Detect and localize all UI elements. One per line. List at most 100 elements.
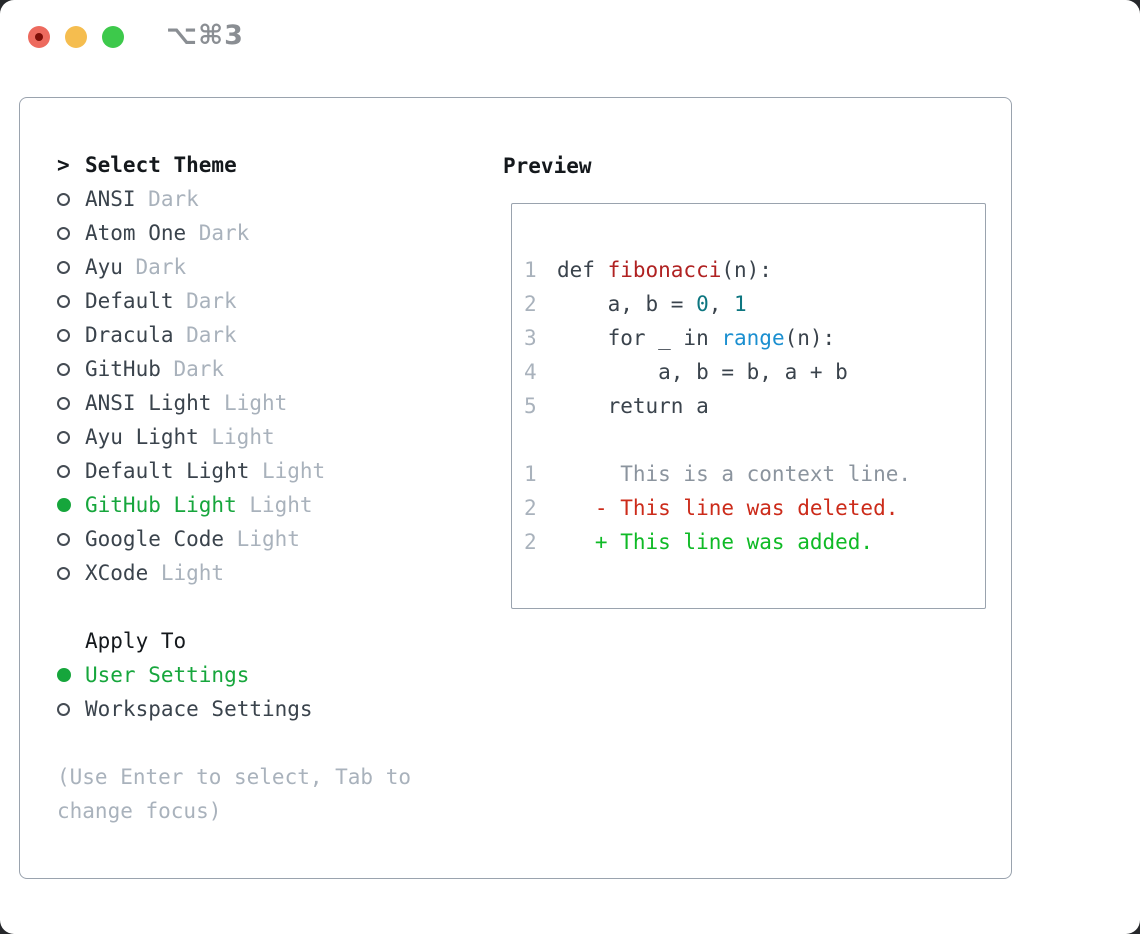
theme-option-atom-one[interactable]: Atom One Dark — [57, 216, 497, 250]
option-variant: Light — [236, 527, 300, 551]
option-name: Google Code — [85, 527, 225, 551]
hint-line: (Use Enter to select, Tab to — [57, 765, 412, 789]
line-number: 3 — [524, 326, 537, 350]
theme-option-ayu-light[interactable]: Ayu Light Light — [57, 420, 497, 454]
code-token: def — [557, 258, 608, 282]
line-content: a, b = 0, 1 — [557, 287, 747, 321]
radio-icon — [57, 566, 85, 580]
code-token: + This line was added. — [557, 530, 874, 554]
radio-icon — [57, 498, 85, 512]
option-name: Default Light — [85, 459, 250, 483]
option-variant: Dark — [135, 255, 187, 279]
code-token: - This line was deleted. — [557, 496, 899, 520]
line-number: 4 — [524, 360, 537, 384]
theme-option-dracula[interactable]: Dracula Dark — [57, 318, 497, 352]
hint-text: (Use Enter to select, Tab to — [57, 760, 497, 794]
option-name: ANSI Light — [85, 391, 212, 415]
code-token: (n): — [721, 258, 772, 282]
code-token: fibonacci — [607, 258, 722, 282]
close-button[interactable] — [28, 26, 50, 48]
option-name: ANSI — [85, 187, 136, 211]
window-title: ⌥⌘3 — [166, 20, 244, 51]
theme-picker-panel: > Select Theme ANSI Dark Atom One Dark A… — [19, 97, 1012, 879]
radio-icon — [57, 260, 85, 274]
apply-to-label: Apply To — [85, 629, 187, 653]
radio-icon — [57, 226, 85, 240]
theme-option-default-light[interactable]: Default Light Light — [57, 454, 497, 488]
line-content: a, b = b, a + b — [557, 355, 848, 389]
code-line: 3 for _ in range(n): — [524, 321, 974, 355]
option-variant: Light — [249, 493, 313, 517]
theme-option-github-light[interactable]: GitHub Light Light — [57, 488, 497, 522]
option-variant: Light — [224, 391, 288, 415]
radio-icon — [57, 668, 85, 682]
code-preview: 1 def fibonacci(n): 2 a, b = 0, 1 3 for … — [524, 253, 974, 559]
option-name: Workspace Settings — [85, 697, 313, 721]
code-line — [524, 423, 974, 457]
option-name: Default — [85, 289, 174, 313]
theme-option-ayu[interactable]: Ayu Dark — [57, 250, 497, 284]
line-content: This is a context line. — [557, 457, 911, 491]
theme-list: > Select Theme ANSI Dark Atom One Dark A… — [57, 148, 497, 828]
line-number: 1 — [524, 462, 537, 486]
theme-option-ansi[interactable]: ANSI Dark — [57, 182, 497, 216]
option-variant: Light — [160, 561, 225, 585]
theme-option-ansi-light[interactable]: ANSI Light Light — [57, 386, 497, 420]
code-token: , — [708, 292, 735, 316]
preview-heading: Preview — [503, 154, 592, 178]
cursor-caret: > — [57, 153, 70, 177]
title-bar: ⌥⌘3 — [0, 0, 1140, 74]
code-token: 1 — [734, 292, 747, 316]
line-content: for _ in range(n): — [557, 321, 836, 355]
radio-icon — [57, 464, 85, 478]
line-number: 1 — [524, 258, 537, 282]
option-name: GitHub — [85, 357, 161, 381]
option-name: Ayu Light — [85, 425, 199, 449]
radio-icon — [57, 192, 85, 206]
radio-icon — [57, 294, 85, 308]
line-content: return a — [557, 389, 709, 423]
code-token: (n): — [784, 326, 836, 350]
spacer-row — [57, 726, 497, 760]
select-theme-header: > Select Theme — [57, 148, 497, 182]
option-name: Ayu — [85, 255, 123, 279]
hint-text: change focus) — [57, 794, 497, 828]
theme-option-xcode[interactable]: XCode Light — [57, 556, 497, 590]
theme-option-default[interactable]: Default Dark — [57, 284, 497, 318]
radio-icon — [57, 430, 85, 444]
line-number: 5 — [524, 394, 537, 418]
line-content: - This line was deleted. — [557, 491, 898, 525]
option-variant: Dark — [173, 357, 225, 381]
code-token: range — [721, 326, 785, 350]
code-line: 1 This is a context line. — [524, 457, 974, 491]
option-name: Dracula — [85, 323, 174, 347]
theme-option-github[interactable]: GitHub Dark — [57, 352, 497, 386]
line-number: 2 — [524, 292, 537, 316]
line-content: def fibonacci(n): — [557, 253, 772, 287]
code-token: 0 — [696, 292, 709, 316]
zoom-button[interactable] — [102, 26, 124, 48]
apply-option-workspace-settings[interactable]: Workspace Settings — [57, 692, 497, 726]
radio-icon — [57, 532, 85, 546]
select-theme-label: Select Theme — [85, 153, 237, 177]
option-name: Atom One — [85, 221, 187, 245]
radio-icon — [57, 362, 85, 376]
code-line: 2 a, b = 0, 1 — [524, 287, 974, 321]
line-number: 2 — [524, 496, 537, 520]
option-name: XCode — [85, 561, 149, 585]
close-dot-icon — [35, 33, 43, 41]
apply-option-user-settings[interactable]: User Settings — [57, 658, 497, 692]
theme-option-google-code[interactable]: Google Code Light — [57, 522, 497, 556]
option-variant: Dark — [186, 323, 237, 347]
apply-to-heading: Apply To — [57, 624, 497, 658]
code-token: a, b = — [557, 292, 697, 316]
line-number: 2 — [524, 530, 537, 554]
option-name: User Settings — [85, 663, 250, 687]
minimize-button[interactable] — [65, 26, 87, 48]
option-variant: Dark — [198, 221, 250, 245]
radio-icon — [57, 702, 85, 716]
radio-icon — [57, 396, 85, 410]
spacer-row — [57, 590, 497, 624]
hint-line: change focus) — [57, 799, 222, 823]
code-line: 2 - This line was deleted. — [524, 491, 974, 525]
